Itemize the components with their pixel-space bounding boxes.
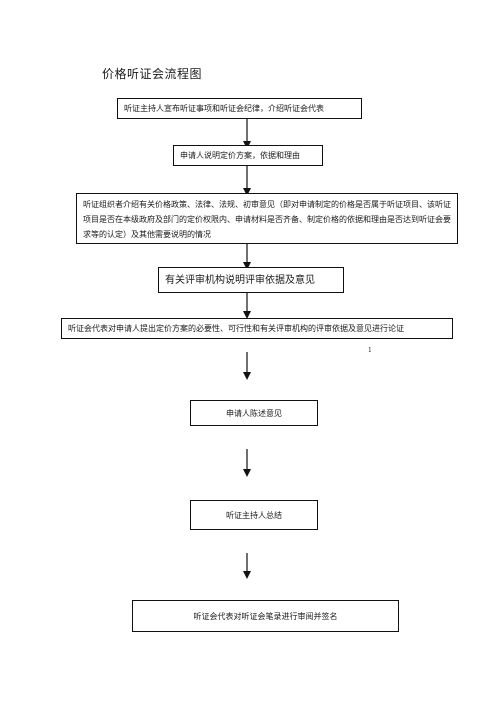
arrow-down-icon (243, 352, 251, 380)
step-applicant-statement: 申请人陈述意见 (190, 400, 318, 426)
step-label: 听证主持人总结 (226, 510, 282, 520)
step-label: 申请人陈述意见 (226, 408, 282, 418)
step-applicant-explains: 申请人说明定价方案，依据和理由 (173, 145, 323, 166)
step-label: 听证会代表对申请人提出定价方案的必要性、可行性和有关评审机构的评审依据及意见进行… (68, 324, 404, 333)
step-label: 有关评审机构说明评审依据及意见 (165, 274, 315, 286)
step-host-announces: 听证主持人宣布听证事项和听证会纪律，介绍听证会代表 (117, 98, 362, 119)
arrow-down-icon (243, 553, 251, 579)
step-representatives-argue: 听证会代表对申请人提出定价方案的必要性、可行性和有关评审机构的评审依据及意见进行… (61, 318, 453, 339)
step-label: 听证主持人宣布听证事项和听证会纪律，介绍听证会代表 (124, 104, 324, 113)
step-label: 申请人说明定价方案，依据和理由 (180, 151, 300, 160)
step-review-agency: 有关评审机构说明评审依据及意见 (158, 267, 344, 293)
diagram-title: 价格听证会流程图 (102, 67, 203, 81)
arrow-down-icon (243, 244, 251, 270)
arrow-down-icon (243, 166, 251, 196)
arrow-down-icon (243, 293, 251, 319)
step-label: 听证会代表对听证会笔录进行审阅并签名 (193, 611, 338, 621)
step-organizer-introduces: 听证组织者介绍有关价格政策、法律、法规、初审意见（即对申请制定的价格是否属于听证… (76, 193, 458, 244)
step-sign-record: 听证会代表对听证会笔录进行审阅并签名 (132, 600, 399, 632)
step-label: 听证组织者介绍有关价格政策、法律、法规、初审意见（即对申请制定的价格是否属于听证… (83, 200, 451, 239)
page-number: 1 (368, 347, 372, 354)
step-host-summary: 听证主持人总结 (190, 500, 318, 530)
arrow-down-icon (243, 449, 251, 477)
